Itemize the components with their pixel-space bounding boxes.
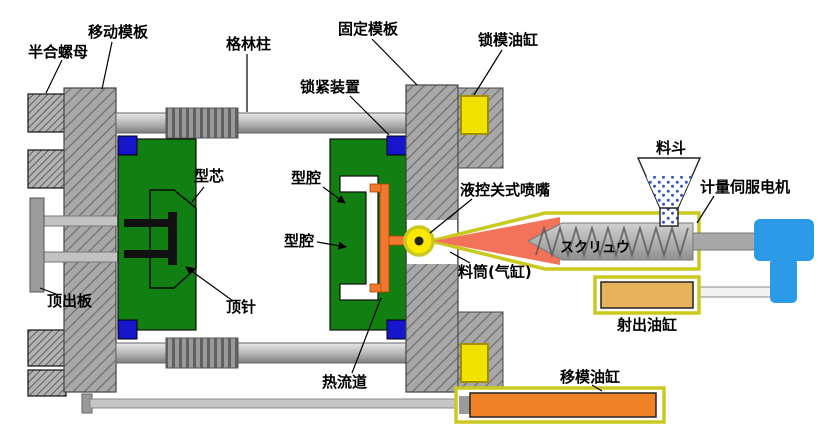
label-half-nut: 半合螺母 <box>28 43 88 61</box>
ejector-pusher <box>168 212 177 265</box>
tie-bar-bottom <box>115 342 433 364</box>
ejector-pin <box>124 250 174 258</box>
drive-section <box>593 219 814 315</box>
ejector-rod <box>39 215 129 227</box>
servo-motor-body <box>754 219 814 261</box>
ejector-plate <box>29 197 45 293</box>
label-locking-device: 锁紧装置 <box>300 78 360 96</box>
lock-block <box>386 319 407 340</box>
clamp-piston-top <box>460 95 489 135</box>
core-plate <box>117 138 197 331</box>
label-clamp-cylinder: 锁模油缸 <box>478 31 538 49</box>
label-ejector-plate: 顶出板 <box>47 292 93 310</box>
label-cavity-upper: 型腔 <box>291 169 321 187</box>
screw-shaft <box>692 232 758 251</box>
label-barrel: 料筒(气缸) <box>458 263 532 281</box>
hopper-pellets <box>646 176 692 207</box>
clamp-piston-bottom <box>460 343 489 383</box>
mold-cavity <box>339 175 379 301</box>
label-mold-move-cylinder: 移模油缸 <box>560 368 620 386</box>
lock-block <box>117 135 138 156</box>
ejector-rod <box>39 251 129 263</box>
labels: 半合螺母 移动模板 格林柱 锁紧装置 固定模板 锁模油缸 型芯 型腔 型腔 液控… <box>28 20 790 391</box>
bellows-top <box>165 107 239 139</box>
barrel-assembly <box>403 211 701 271</box>
label-fixed-platen: 固定模板 <box>338 20 399 38</box>
label-cavity-lower: 型腔 <box>284 232 314 250</box>
label-shutoff-nozzle: 液控关式喷嘴 <box>460 181 550 199</box>
leader-lines <box>39 38 715 392</box>
ejector-pin <box>124 219 174 227</box>
servo-motor-arm <box>770 258 797 303</box>
label-screw: スクリュウ <box>560 240 630 256</box>
moving-platen <box>63 87 117 393</box>
hopper <box>636 157 702 227</box>
injection-cylinder <box>600 281 694 309</box>
screw-flights <box>535 224 689 259</box>
half-nut-blocks <box>27 93 67 397</box>
locking-blocks <box>117 135 407 340</box>
label-metering-servo-motor: 计量伺服电机 <box>700 178 790 196</box>
label-moving-platen: 移动模板 <box>88 23 149 41</box>
label-injection-cylinder: 射出油缸 <box>616 316 677 334</box>
tie-bars <box>115 107 433 369</box>
label-ejector-pin: 顶针 <box>226 298 256 316</box>
label-hot-runner: 热流道 <box>322 373 367 391</box>
cavity-plate <box>329 138 409 331</box>
mold-move-rod <box>81 393 465 414</box>
label-hopper: 料斗 <box>656 139 686 157</box>
bellows-bottom <box>165 337 239 369</box>
label-core: 型芯 <box>194 167 224 185</box>
label-tie-bar: 格林柱 <box>226 35 271 53</box>
mold-move-piston <box>459 396 471 414</box>
mold-move-cylinder-group <box>454 386 666 424</box>
nozzle-orifice <box>414 236 424 246</box>
barrel-cone <box>433 217 560 265</box>
mold-move-cylinder <box>469 392 657 418</box>
lock-block <box>117 319 138 340</box>
lock-block <box>386 135 407 156</box>
injection-rod <box>692 286 780 298</box>
